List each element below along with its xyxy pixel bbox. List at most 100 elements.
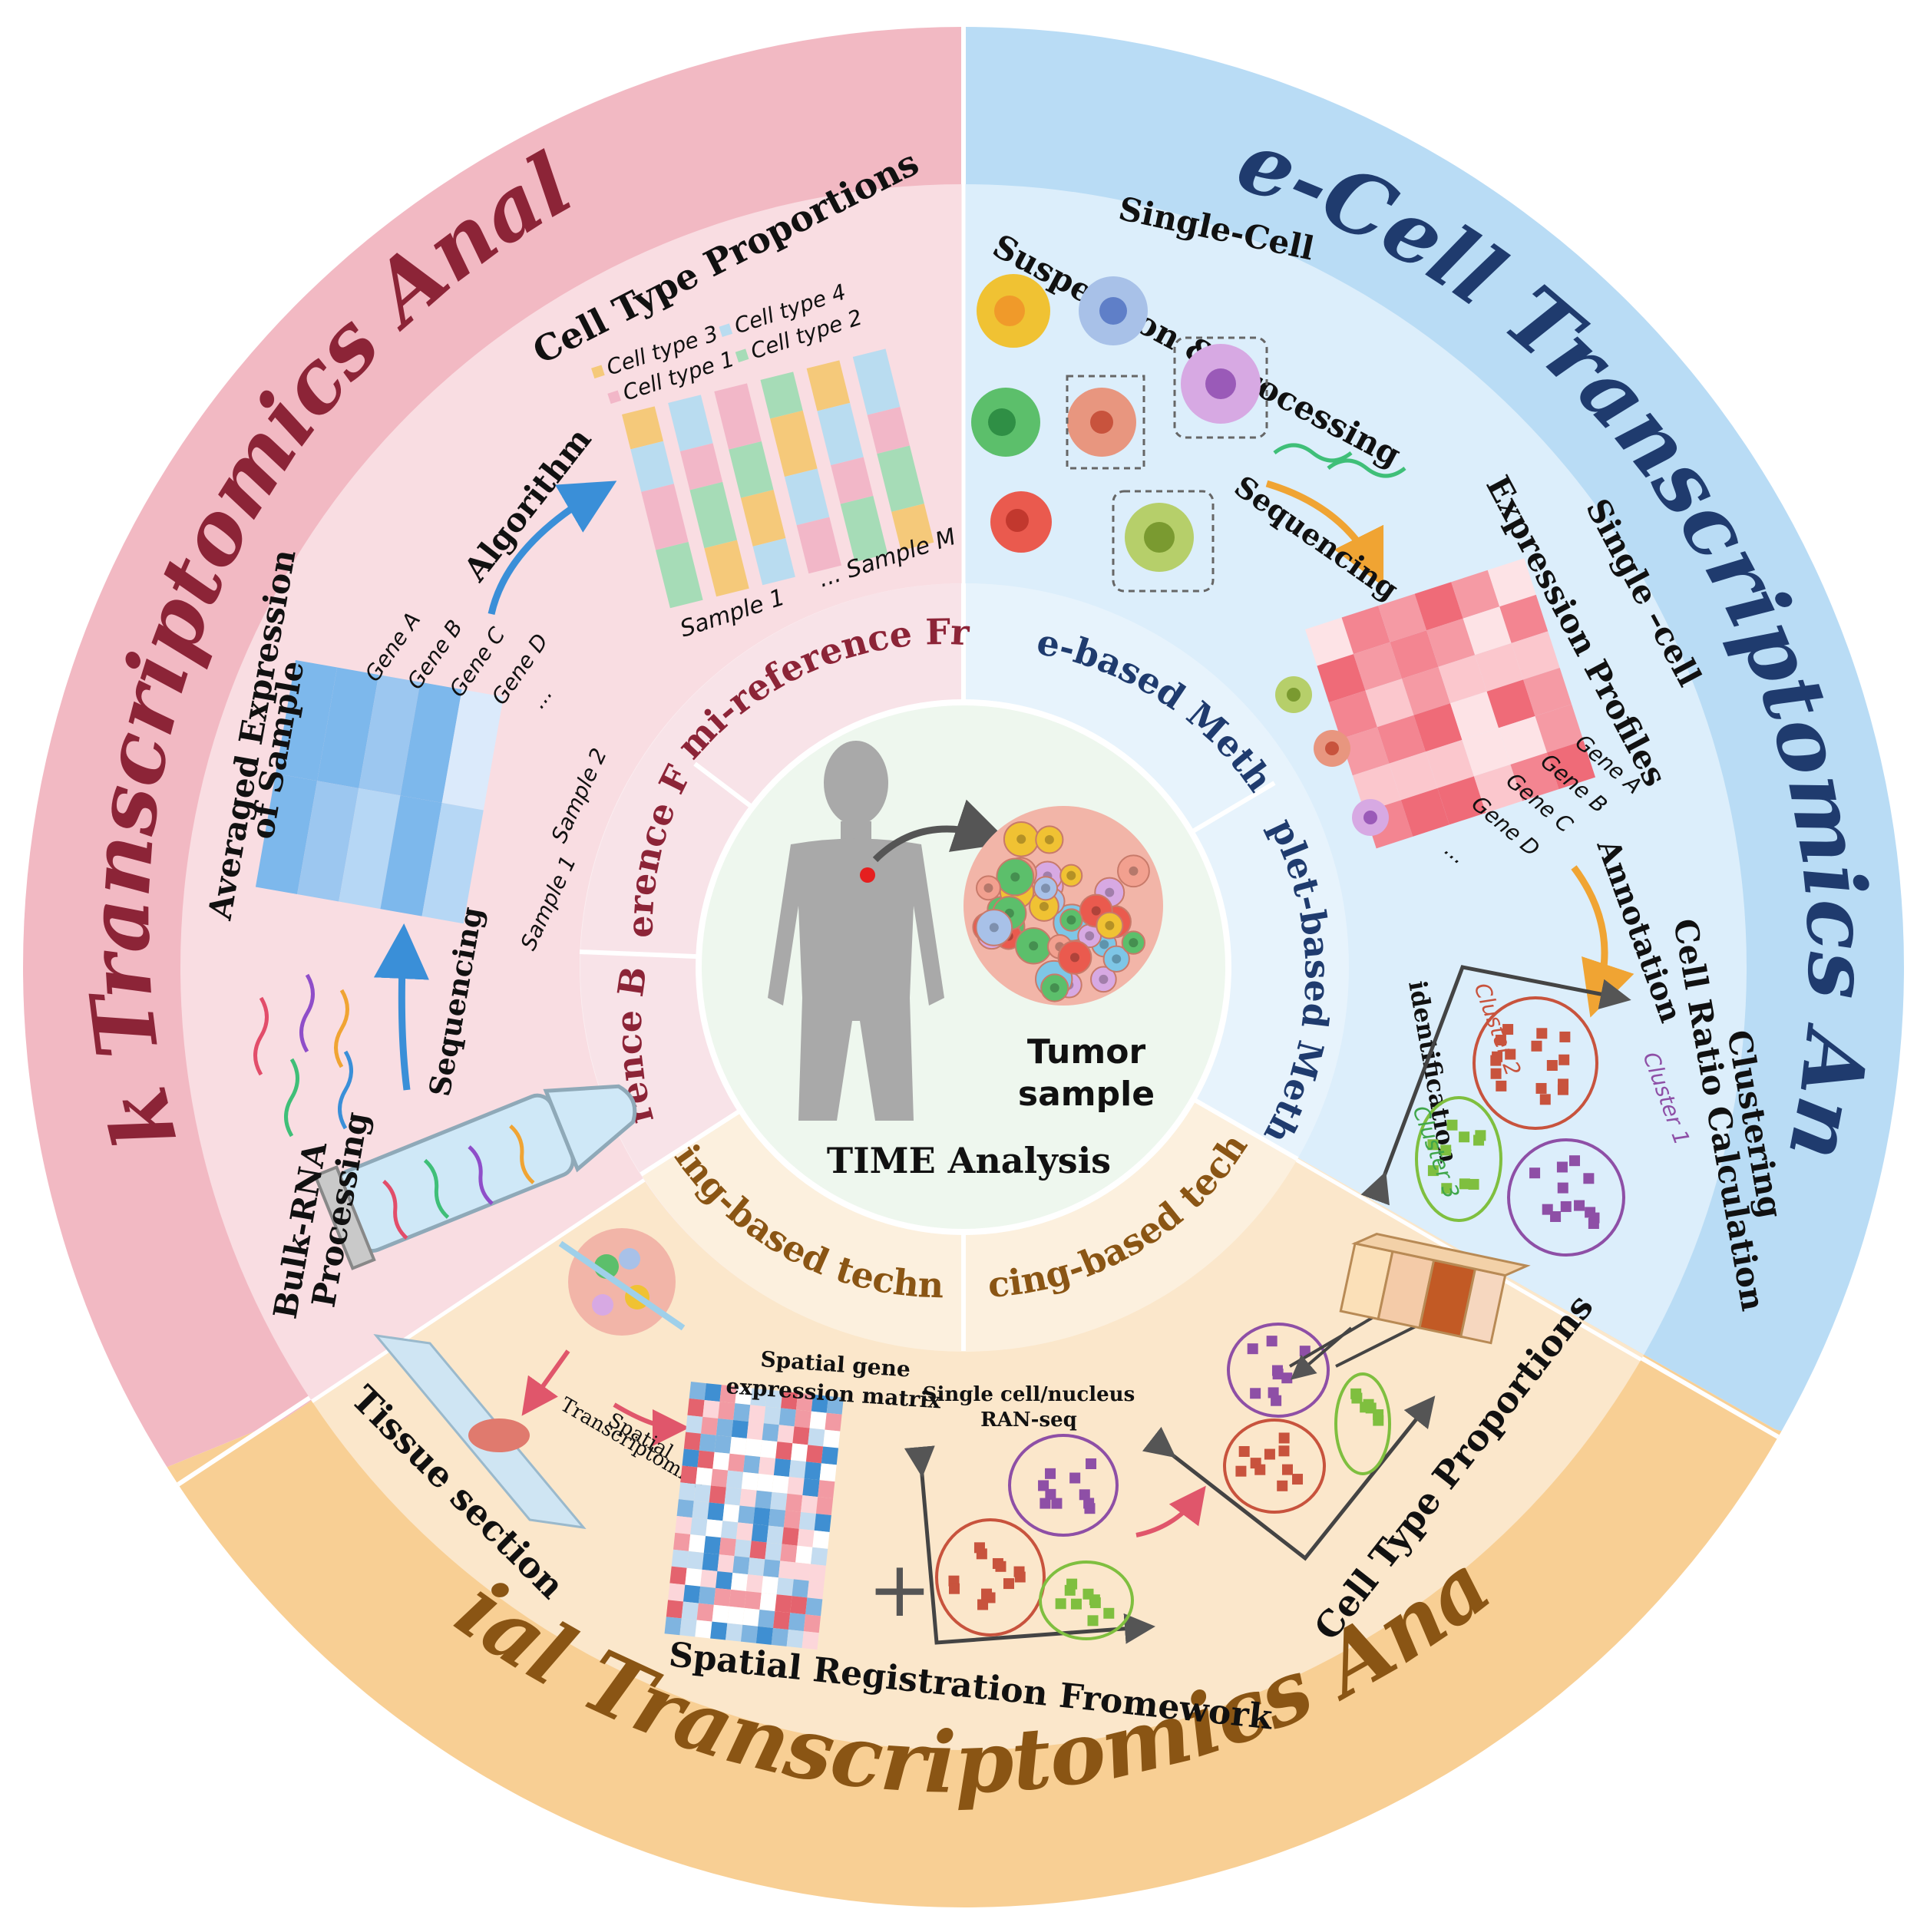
spatial-matrix-cell (802, 1631, 819, 1650)
cluster-outline (1473, 996, 1598, 1130)
spatial-matrix-cell (719, 1537, 736, 1557)
scrna-line1: Single cell/nucleus (923, 1383, 1135, 1406)
cluster-point (1083, 1498, 1095, 1509)
cluster-point (1281, 1464, 1293, 1475)
spatial-matrix-cell (730, 1573, 749, 1592)
tumor-cell-nucleus (1069, 953, 1079, 963)
spatial-matrix-cell (786, 1630, 804, 1649)
cluster-point (1235, 1465, 1247, 1477)
spatial-matrix-cell (805, 1445, 824, 1464)
cluster-point (1496, 1080, 1507, 1091)
cluster-point (1531, 1040, 1542, 1052)
sc-heatmap-cell (1365, 679, 1414, 728)
spatial-matrix-cell (755, 1490, 772, 1509)
spatial-matrix-cell (735, 1522, 754, 1541)
spatial-matrix-cell (728, 1453, 745, 1472)
spatial-matrix-cell (755, 1626, 774, 1645)
spatial-matrix-cell (681, 1601, 699, 1620)
proportion-bar-segment (852, 348, 901, 415)
proportion-bar-segment (806, 360, 851, 411)
cluster-point (1055, 1598, 1066, 1610)
proportion-bar-segment (641, 484, 689, 550)
cluster-point (1446, 1119, 1458, 1131)
tumor-cell (1059, 864, 1083, 887)
cluster-point (1003, 1578, 1014, 1590)
sc-heatmap-cell (1487, 558, 1536, 607)
spatial-matrix-cell (773, 1458, 792, 1478)
spatial-matrix-cell (795, 1545, 813, 1564)
cluster-point (1490, 1055, 1502, 1066)
sc-heatmap-cell (1413, 703, 1463, 752)
spatial-matrix-cell (693, 1484, 711, 1503)
spatial-matrix-cell (808, 1564, 826, 1583)
tumor-cell (1059, 908, 1083, 932)
tumor-cell (1033, 876, 1059, 901)
cluster-point (1559, 1031, 1571, 1042)
tumor-cell (1040, 973, 1069, 1002)
spatial-matrix-cell (734, 1539, 752, 1558)
human-silhouette-icon (768, 741, 944, 1121)
sc-heatmap-cell (1499, 715, 1548, 765)
spatial-matrix-cell (686, 1551, 704, 1570)
tumor-cell (975, 909, 1013, 946)
cluster-point (1557, 1182, 1568, 1194)
bulk-heatmap-cell (359, 675, 421, 796)
spatial-matrix-cell (776, 1577, 794, 1597)
spatial-matrix-cell (702, 1399, 720, 1418)
bulk-heatmap-cell (317, 667, 379, 788)
spatial-matrix-cell (702, 1552, 719, 1571)
spatial-matrix-cell (744, 1591, 762, 1610)
spatial-matrix-cell (745, 1438, 762, 1457)
spatial-matrix-cell (792, 1579, 809, 1598)
spatial-matrix-cell (706, 1519, 723, 1538)
tumor-cell-nucleus (1010, 872, 1020, 882)
sc-heatmap-cell (1354, 642, 1403, 691)
sc-heatmap-cell (1352, 763, 1401, 812)
cluster-point (1546, 1059, 1558, 1071)
spatial-matrix-cell (751, 1524, 768, 1543)
spatial-matrix-cell (812, 1530, 830, 1549)
cluster-point (995, 1560, 1006, 1572)
spatial-matrix-cell (773, 1611, 791, 1630)
tumor-cell-nucleus (1066, 870, 1076, 880)
cluster-point (1490, 1068, 1502, 1079)
cell-type-proportion-bars (622, 348, 934, 609)
cluster-outline (1507, 1138, 1625, 1257)
cluster-point (1536, 1028, 1548, 1039)
cluster-point (1069, 1472, 1081, 1484)
spatial-matrix-cell (749, 1541, 767, 1560)
spatial-matrix-cell (819, 1463, 837, 1482)
cluster-point (1292, 1474, 1304, 1485)
spatial-matrix-cell (733, 1403, 751, 1422)
spatial-matrix-cell (760, 1440, 778, 1459)
proportion-bar-segment (817, 402, 864, 466)
spot-proportion-block-icon (1339, 1233, 1531, 1345)
spatial-matrix-cell (695, 1620, 712, 1639)
spatial-matrix-cell (763, 1406, 782, 1425)
sc-heatmap-cell (1328, 690, 1377, 739)
tumor-label-line1: Tumor (1027, 1032, 1146, 1072)
bulk-heatmap-cell (275, 660, 338, 781)
spatial-matrix-cell (762, 1423, 779, 1442)
proportion-bar-segment (656, 541, 703, 609)
proportion-bar-segment (784, 468, 830, 526)
spatial-matrix-cell (826, 1395, 844, 1415)
cluster-point (1038, 1480, 1049, 1491)
tumor-label-line2: sample (1018, 1075, 1155, 1114)
spatial-matrix-cell (792, 1426, 810, 1445)
spatial-matrix-cell (689, 1382, 706, 1400)
cluster-point (1086, 1458, 1097, 1469)
spatial-matrix-cell (787, 1477, 805, 1496)
spatial-matrix-cell (815, 1497, 834, 1516)
spatial-matrix-cell (778, 1408, 796, 1427)
sc-heatmap-cell (1499, 594, 1549, 643)
proportion-bar-segment (770, 410, 818, 477)
spatial-matrix-cell (798, 1511, 816, 1531)
cluster-point (1558, 1054, 1570, 1065)
spatial-matrix-cell (717, 1554, 735, 1574)
single-cell-expression-heatmap (1305, 558, 1596, 849)
spatial-matrix-cell (765, 1389, 783, 1409)
cluster-point (1427, 1139, 1439, 1151)
bulk-heatmap-cell (441, 689, 504, 811)
spatial-matrix-cell (738, 1505, 755, 1524)
